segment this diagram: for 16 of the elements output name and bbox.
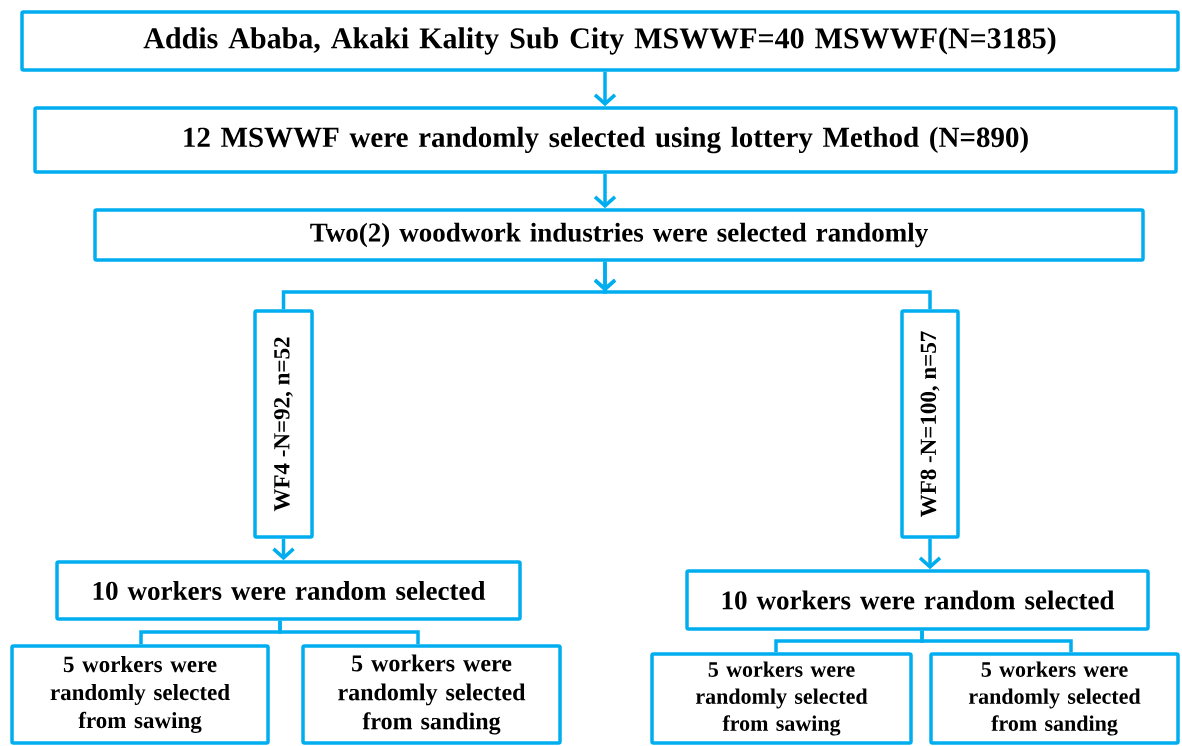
- process-box: 5 workers were randomly selected from sanding: [929, 652, 1180, 745]
- arrow: [593, 173, 617, 209]
- process-box: 5 workers were randomly selected from sawing: [650, 652, 913, 745]
- process-box: WF8 -N=100, n=57: [900, 309, 960, 539]
- process-box: WF4 -N=92, n=52: [253, 309, 314, 539]
- connector-line: [278, 620, 420, 645]
- arrow: [593, 71, 617, 107]
- process-box: Addis Ababa, Akaki Kality Sub City MSWWF=40 MSWWF(N=3185): [20, 10, 1180, 72]
- process-box: 5 workers were randomly selected from sawing: [10, 644, 270, 745]
- process-box: 12 MSWWF were randomly selected using lottery Method (N=890): [33, 106, 1178, 174]
- connector-line: [920, 630, 1073, 653]
- arrow: [918, 538, 942, 570]
- process-box: 10 workers were random selected: [55, 560, 522, 621]
- process-box: 10 workers were random selected: [685, 569, 1150, 631]
- process-box: 5 workers were randomly selected from sanding: [301, 644, 562, 745]
- process-box: Two(2) woodwork industries were selected randomly: [93, 208, 1145, 262]
